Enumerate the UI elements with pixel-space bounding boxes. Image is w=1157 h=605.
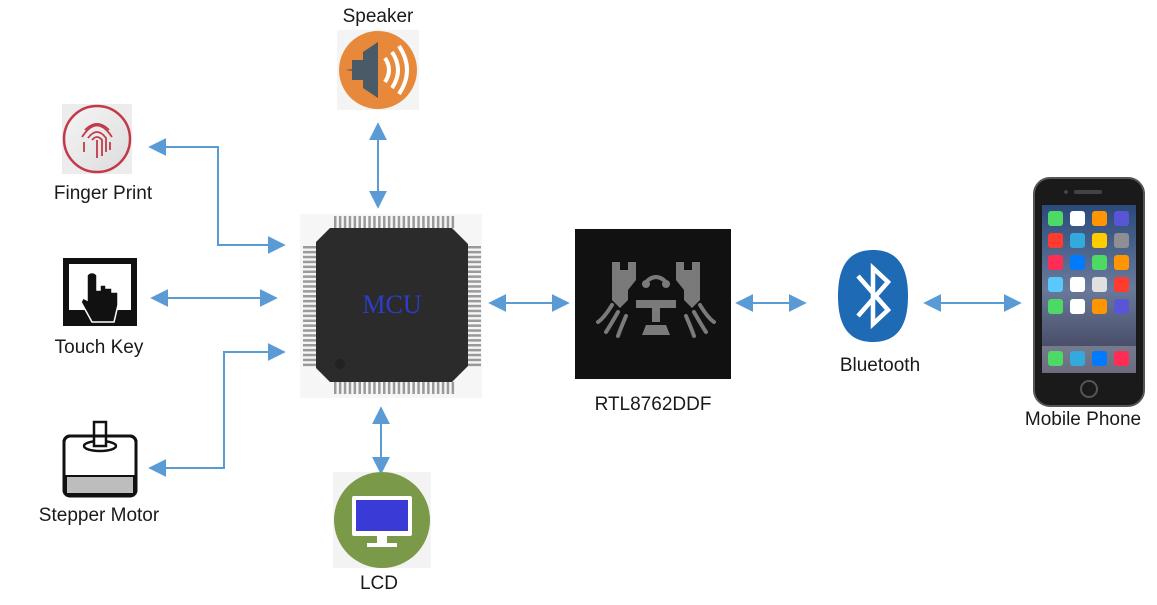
bluetooth-label: Bluetooth xyxy=(839,355,921,376)
rtl-label: RTL8762DDF xyxy=(594,394,712,415)
speaker-icon xyxy=(337,30,419,110)
rtl8762ddf-chip xyxy=(575,229,731,379)
touchkey-label: Touch Key xyxy=(54,337,144,358)
arrow-stepper-mcu xyxy=(148,343,286,477)
stepper-motor-icon xyxy=(62,420,138,498)
mcu-chip xyxy=(300,214,482,398)
mobile-phone-icon xyxy=(1033,177,1145,407)
arrow-fingerprint-mcu xyxy=(148,138,286,254)
fingerprint-label: Finger Print xyxy=(53,183,153,204)
speaker-label: Speaker xyxy=(342,6,414,27)
mcu-pins xyxy=(303,216,481,394)
bluetooth-icon xyxy=(838,250,908,342)
lcd-monitor-icon xyxy=(333,472,431,568)
stepper-label: Stepper Motor xyxy=(38,505,160,526)
fingerprint-icon xyxy=(62,104,132,174)
phone-label: Mobile Phone xyxy=(1024,409,1142,430)
phone-app-grid xyxy=(1042,211,1136,373)
mcu-label: MCU xyxy=(362,290,421,319)
connector-arrows xyxy=(148,122,1022,477)
lcd-label: LCD xyxy=(359,573,398,594)
touch-key-icon xyxy=(63,258,137,326)
